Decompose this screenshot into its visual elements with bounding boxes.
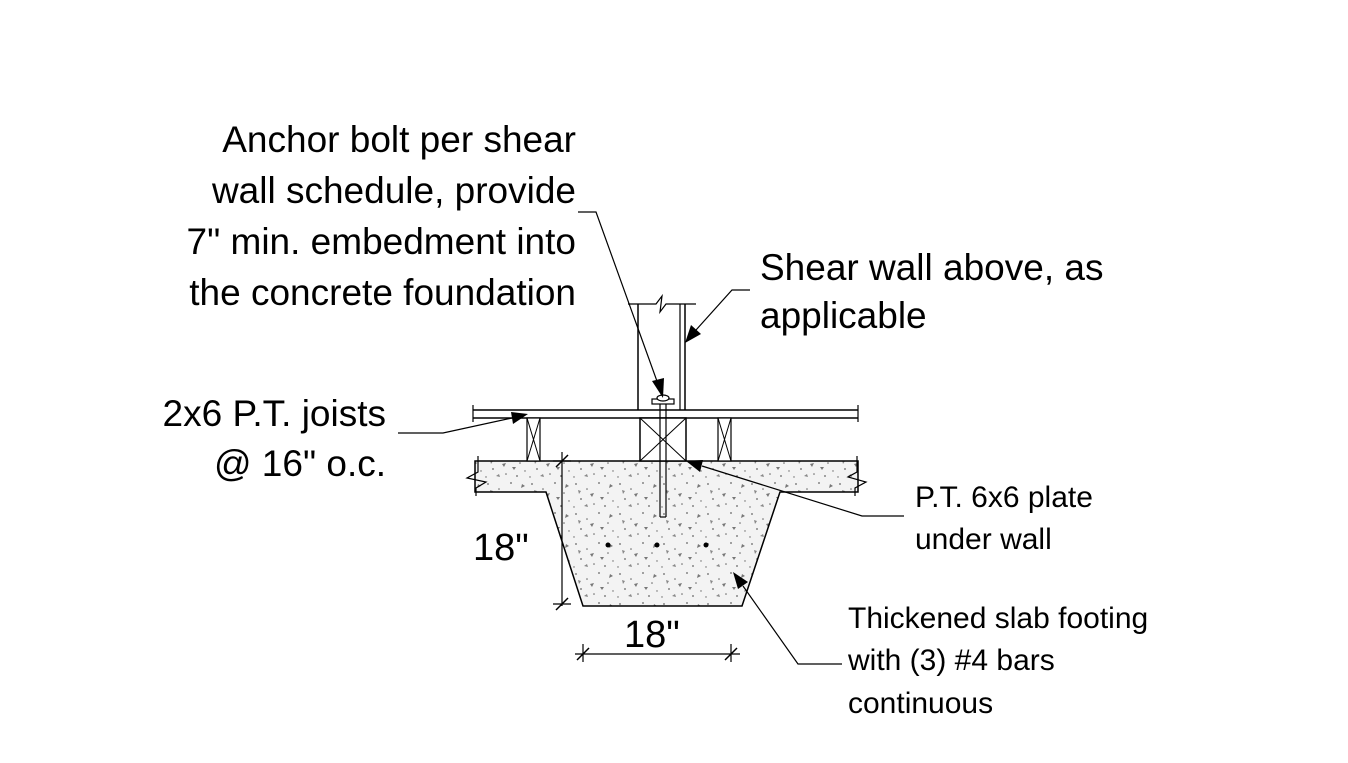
footing-note-line-1: Thickened slab footing	[848, 602, 1148, 635]
footing-note-line-2: with (3) #4 bars	[847, 644, 1055, 677]
depth-dimension	[553, 452, 571, 611]
footing-note: Thickened slab footing with (3) #4 bars …	[847, 602, 1148, 720]
anchor-bolt-note-line-1: Anchor bolt per shear	[222, 119, 576, 160]
rebar-3	[703, 542, 709, 548]
joist-right	[717, 417, 732, 462]
pt-6x6-plate	[639, 417, 687, 462]
anchor-bolt-note: Anchor bolt per shear wall schedule, pro…	[187, 119, 577, 313]
anchor-bolt-note-line-2: wall schedule, provide	[211, 170, 576, 211]
plate-note-line-2: under wall	[915, 523, 1052, 556]
rebar-1	[605, 542, 611, 548]
plate-leader	[686, 460, 904, 517]
slab-and-footing	[474, 460, 859, 607]
anchor-bolt-note-line-3: 7" min. embedment into	[187, 221, 577, 262]
joist-left	[526, 417, 541, 462]
depth-dimension-label: 18"	[473, 527, 529, 569]
footing-leader	[733, 572, 842, 665]
footing-note-line-3: continuous	[848, 687, 993, 720]
anchor-bolt-leader	[578, 211, 664, 398]
joists-leader	[398, 412, 528, 434]
plate-note: P.T. 6x6 plate under wall	[915, 481, 1093, 556]
joists-note: 2x6 P.T. joists @ 16" o.c.	[163, 393, 386, 484]
shear-wall-note: Shear wall above, as applicable	[760, 247, 1103, 336]
shear-wall-leader	[685, 289, 750, 343]
shear-wall-note-line-2: applicable	[760, 295, 927, 336]
slab-break-right	[846, 456, 868, 496]
shear-wall	[628, 293, 696, 410]
joists-note-line-1: 2x6 P.T. joists	[163, 393, 386, 434]
width-dimension	[575, 644, 740, 662]
slab-break-left	[465, 456, 488, 496]
plate-note-line-1: P.T. 6x6 plate	[915, 481, 1093, 514]
joists-note-line-2: @ 16" o.c.	[214, 443, 386, 484]
shear-wall-note-line-1: Shear wall above, as	[760, 247, 1103, 288]
width-dimension-label: 18"	[624, 614, 680, 656]
anchor-bolt	[651, 394, 675, 518]
rebar-2	[654, 542, 660, 548]
anchor-bolt-note-line-4: the concrete foundation	[189, 272, 576, 313]
